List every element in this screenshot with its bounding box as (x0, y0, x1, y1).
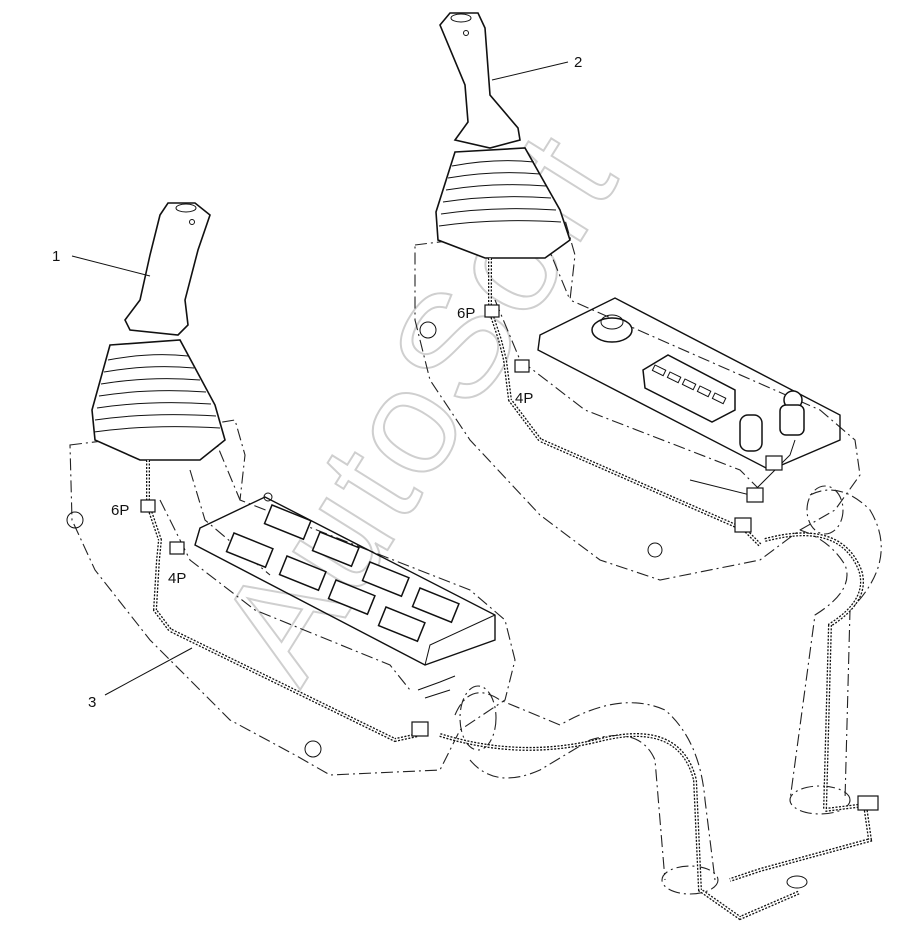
right-control-panel (537, 297, 841, 471)
left-rocker-switches (225, 504, 460, 643)
right-4p-label: 4P (515, 390, 533, 407)
right-keypad (642, 354, 736, 423)
callout-2: 2 (574, 54, 582, 71)
left-relay (417, 675, 456, 699)
right-rotary-knob (591, 317, 633, 343)
callout-3: 3 (88, 694, 96, 711)
left-6p-connector (140, 499, 156, 513)
watermark-text: AutoSoft (185, 103, 649, 707)
rocker-switch (278, 555, 327, 592)
left-end-connector (411, 721, 429, 737)
right-sheath-outline (789, 489, 882, 801)
right-6p-connector (484, 304, 500, 318)
left-console (66, 202, 516, 776)
left-grip-button (175, 203, 197, 213)
right-boot (435, 147, 571, 259)
right-grip-dot (463, 30, 469, 36)
right-connector-b (734, 517, 752, 533)
left-sheath-outline (454, 692, 716, 881)
left-6p-label: 6P (111, 502, 129, 519)
left-grip-dot (189, 219, 195, 225)
bottom-connector (857, 795, 879, 811)
right-console (414, 12, 861, 581)
right-cylinder-switch-3 (779, 404, 805, 436)
harness-sheaths (439, 485, 882, 921)
right-sheath-wire (729, 532, 873, 882)
right-console-housing (414, 219, 861, 581)
right-mount-hole-2 (647, 542, 663, 558)
rocker-switch (263, 504, 312, 541)
rocker-switch (361, 561, 410, 598)
callout-1: 1 (52, 248, 60, 265)
callout-2-leader (491, 61, 569, 81)
right-keypad-keys (651, 364, 727, 405)
right-mount-hole-1 (419, 321, 437, 339)
left-mount-hole-2 (304, 740, 322, 758)
rocker-switch (377, 606, 426, 643)
left-4p-connector (169, 541, 185, 555)
right-6p-label: 6P (457, 305, 475, 322)
right-joystick-grip (439, 12, 521, 149)
left-sheath-wire (439, 733, 801, 921)
left-joystick-grip (124, 202, 211, 336)
left-boot-ribs (93, 354, 221, 433)
left-boot (91, 339, 226, 461)
rocker-switch (311, 531, 360, 568)
left-4p-label: 4P (168, 570, 186, 587)
right-boot-ribs (438, 160, 562, 227)
right-rotary-knob-cap (600, 314, 624, 330)
right-cylinder-switch-1 (739, 414, 763, 452)
callout-1-leader (71, 255, 151, 277)
right-connector-a (746, 487, 764, 503)
left-mount-hole-1 (66, 511, 84, 529)
rocker-switch (225, 532, 274, 569)
rocker-switch (327, 579, 376, 616)
right-grip-button (450, 13, 472, 23)
right-connector-c (765, 455, 783, 471)
right-4p-connector (514, 359, 530, 373)
rocker-switch (411, 587, 460, 624)
callout-3-leader (104, 647, 193, 696)
left-switch-panel-edge (194, 527, 496, 666)
ground-terminal (786, 875, 808, 889)
